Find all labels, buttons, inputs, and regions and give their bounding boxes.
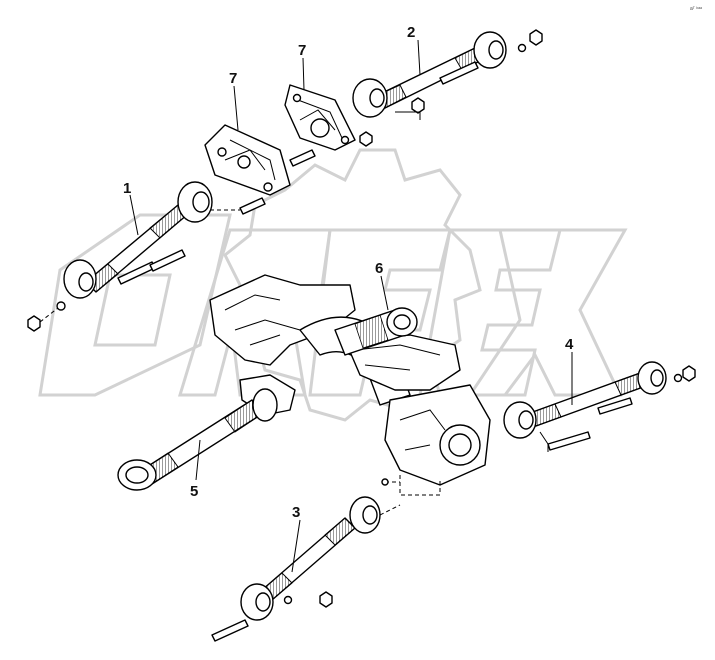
torque-rod-3 <box>211 496 401 642</box>
rod-3-bushing-lower-hole <box>255 592 271 612</box>
bracket-7-right-center-hole <box>310 118 330 138</box>
bushing-6-thread <box>354 314 389 349</box>
callout-4: 4 <box>565 336 574 353</box>
callout-7-left: 7 <box>229 70 237 87</box>
rod-1-bolt-b <box>149 249 186 272</box>
leader-5 <box>195 439 201 481</box>
rod-1-washer <box>56 301 66 311</box>
callout-7-right: 7 <box>298 42 306 59</box>
leader-6 <box>380 275 389 311</box>
rod-3-washer <box>283 595 293 605</box>
leader-7a <box>233 85 239 131</box>
rod-4-bolt-b <box>547 431 591 451</box>
rod-3-assembly-line <box>379 504 401 516</box>
callout-1: 1 <box>123 180 131 197</box>
leader-2 <box>417 39 421 76</box>
leader-7b <box>302 57 305 91</box>
bracket-7-right-hole-b <box>340 135 350 145</box>
bracket-7-left-hole-a <box>217 147 227 157</box>
leader-1 <box>129 194 139 236</box>
watermark-letters <box>38 213 628 397</box>
rod-4-washer <box>673 373 683 383</box>
callout-5: 5 <box>190 483 198 500</box>
rod-3-bushing-upper-hole <box>362 505 378 525</box>
bracket-7-right-bolt <box>289 149 316 167</box>
bracket-7-right-detail <box>297 99 343 139</box>
rod-4-bolt-a <box>597 397 633 415</box>
rod-1-bushing-lower-hole <box>78 272 94 292</box>
rod-2-bushing-right-hole <box>488 40 504 60</box>
rod-1-assembly-lines <box>39 209 240 323</box>
leader-3 <box>291 519 301 573</box>
bracket-7-left-hole-b <box>263 182 273 192</box>
callout-2: 2 <box>407 24 415 41</box>
bracket-7-left-boss <box>237 155 251 169</box>
rod-2-bushing-left-hole <box>369 88 385 108</box>
leader-lines <box>129 39 573 573</box>
rod-4-bracket-line <box>539 431 549 452</box>
rod-4-bushing-right-hole <box>650 369 664 387</box>
rod-5-bushing <box>252 388 278 422</box>
axle-plug <box>381 478 389 486</box>
bracket-7-right-nut <box>359 131 373 147</box>
rod-3-nut <box>319 591 333 608</box>
rod-2-nut-b <box>411 97 425 114</box>
callout-3: 3 <box>292 504 300 521</box>
torque-rod-4 <box>503 361 696 452</box>
bushing-6-eye-hole <box>393 314 411 330</box>
rod-5-eye-hole <box>125 466 149 484</box>
callout-labels: 1 2 3 4 5 6 7 7 <box>123 24 574 521</box>
rod-1-bolt-c <box>239 197 266 215</box>
corner-mark: aᵀ ᵇᵃᵃ <box>690 6 702 12</box>
rod-1-nut <box>27 315 41 332</box>
bracket-7-right <box>284 84 373 167</box>
axle-right-bracket-block <box>344 334 461 391</box>
rod-1-bushing-upper-hole <box>192 191 210 213</box>
bracket-7-left-detail <box>224 139 276 181</box>
torque-rod-1 <box>27 181 266 332</box>
rod-2-washer <box>517 43 527 53</box>
bushing-6 <box>334 307 418 356</box>
rod-2-bolt <box>439 61 479 85</box>
differential-flange-center <box>448 433 472 457</box>
bracket-7-right-hole-a <box>292 93 302 103</box>
rod-2-bracket-line <box>395 111 421 120</box>
axle-right-bracket-detail <box>354 344 441 371</box>
rod-4-nut <box>682 365 696 382</box>
bracket-7-left <box>204 124 291 196</box>
rod-3-bolt <box>211 619 249 642</box>
axle-housing <box>209 274 491 496</box>
callout-6: 6 <box>375 260 383 277</box>
rod-2-nut <box>529 29 543 46</box>
axle-left-bracket-detail <box>224 294 301 346</box>
torque-rod-5 <box>117 388 278 491</box>
differential-detail <box>399 409 446 451</box>
torque-rod-2 <box>352 29 543 120</box>
rod-4-bushing-left-hole <box>518 410 534 430</box>
